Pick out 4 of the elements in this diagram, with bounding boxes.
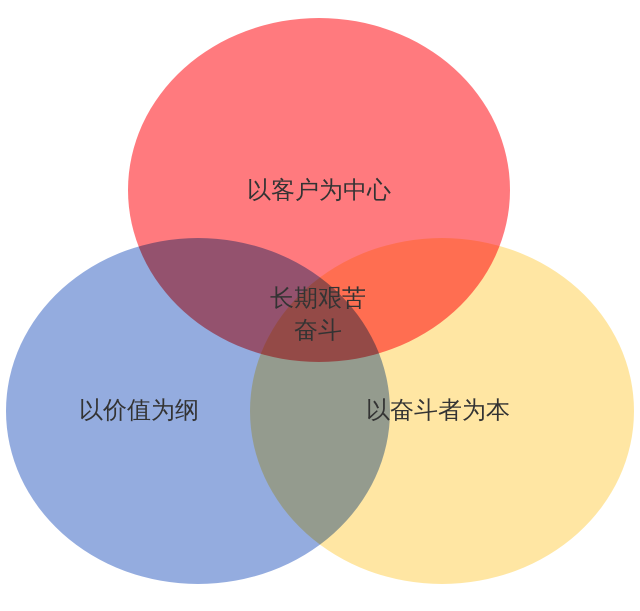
circle-label: 以奋斗者为本: [366, 395, 510, 426]
overlap-label: 长期艰苦奋斗: [269, 283, 367, 346]
circle-label: 以客户为中心: [247, 175, 391, 206]
circle-label: 以价值为纲: [79, 395, 199, 426]
